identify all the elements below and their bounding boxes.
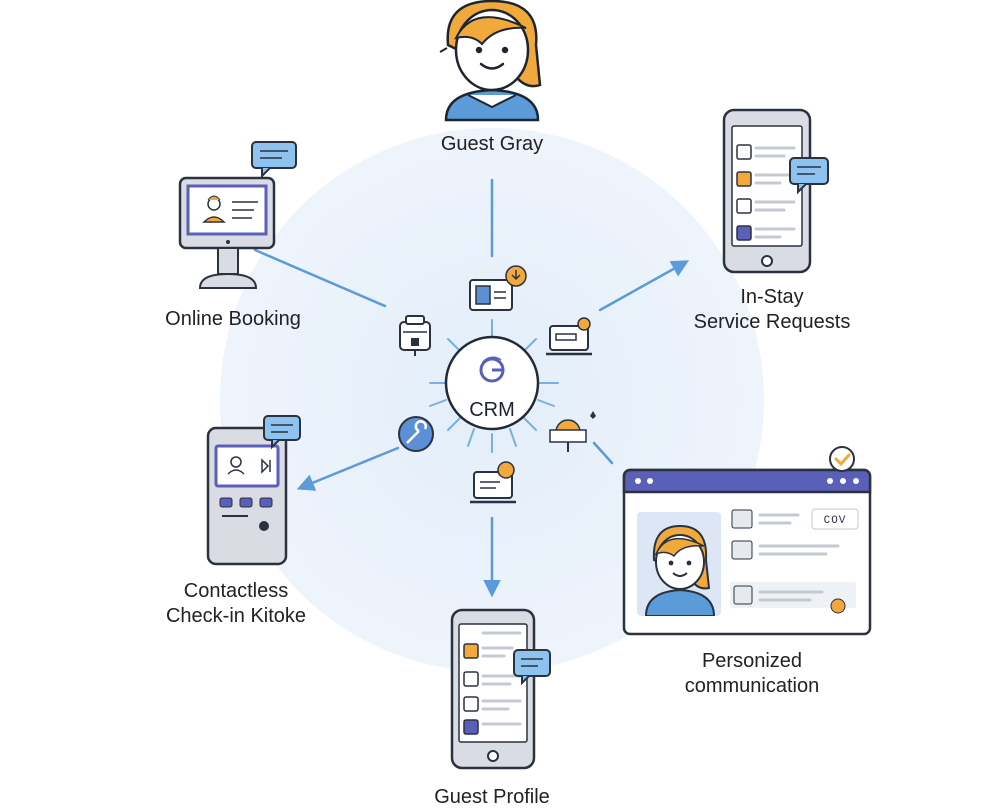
crm-hub[interactable]: CRM [429, 319, 559, 453]
chat-bubble-icon [513, 649, 551, 686]
guest-label: Guest Gray [440, 133, 544, 155]
contact-avatar-icon [644, 524, 716, 616]
hub-circle [444, 335, 540, 431]
connectors [253, 178, 690, 598]
laptop-download-small-icon [470, 461, 516, 504]
hub-rays [429, 319, 559, 453]
communication-line-1: Personized [701, 650, 803, 672]
checkin-kiosk-line-1: Contactless [183, 580, 289, 602]
crm-g-logo-icon [479, 356, 505, 383]
luggage-kiosk-small-icon [399, 315, 431, 356]
communication-line-2: communication [684, 675, 820, 697]
laptop-pin-small-icon [546, 317, 592, 356]
checkin-kiosk-label: Contactless Check-in Kitoke [136, 579, 336, 629]
chat-bubble-icon [251, 141, 297, 179]
checkmark-badge-icon [829, 446, 855, 472]
guest-avatar-icon [439, 0, 542, 122]
desktop-monitor-icon [178, 141, 297, 289]
connector-booking [253, 248, 387, 308]
connector-service [598, 260, 690, 312]
service-requests-line-1: In-Stay [740, 286, 804, 308]
service-requests-label: In-Stay Service Requests [672, 285, 872, 335]
profile-card-small-icon [469, 265, 527, 311]
chat-bubble-icon [789, 157, 829, 195]
smartphone-icon [722, 108, 829, 274]
crm-label: CRM [469, 399, 515, 421]
kiosk-icon [206, 415, 301, 566]
service-requests-line-2: Service Requests [693, 311, 851, 333]
chat-bubble-icon [263, 415, 301, 450]
communication-label: Personized communication [652, 649, 852, 699]
guest-profile-label: Guest Profile [434, 786, 550, 808]
connector-communication [592, 441, 614, 465]
browser-badge-text: COV [824, 515, 847, 527]
connector-kiosk [296, 446, 400, 491]
smartphone-icon [450, 608, 551, 770]
online-booking-label: Online Booking [165, 308, 301, 330]
checkin-kiosk-line-2: Check-in Kitoke [165, 605, 307, 627]
wrench-circle-small-icon [398, 416, 434, 452]
room-service-small-icon [549, 411, 596, 452]
browser-window-icon: COV [622, 446, 872, 636]
